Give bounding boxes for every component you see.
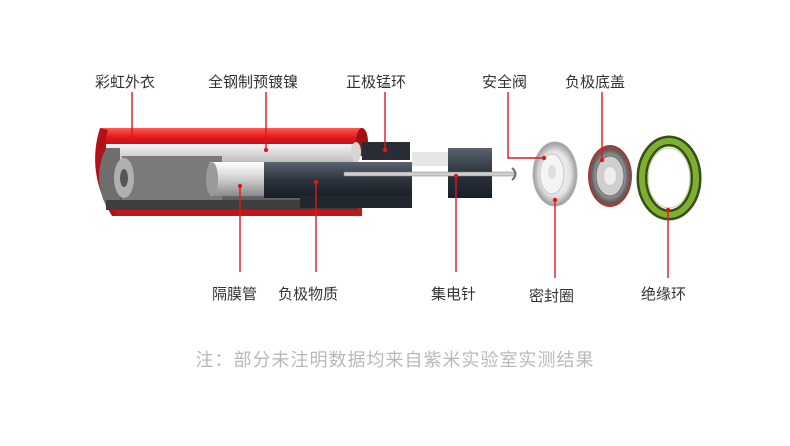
label-safety-valve: 安全阀 bbox=[482, 73, 528, 91]
seal-ring-shape bbox=[532, 141, 578, 207]
label-neg-cap: 负极底盖 bbox=[565, 73, 626, 91]
label-insulator-ring: 绝缘环 bbox=[641, 285, 687, 303]
label-anode-ring: 正极锰环 bbox=[346, 73, 407, 91]
label-neg-material: 负极物质 bbox=[278, 285, 339, 303]
label-outer-coat: 彩虹外衣 bbox=[95, 73, 156, 91]
label-separator: 隔膜管 bbox=[212, 285, 258, 303]
footnote: 注：部分未注明数据均来自紫米实验室实测结果 bbox=[195, 350, 595, 371]
label-seal-ring: 密封圈 bbox=[529, 287, 575, 305]
negative-cap-shape bbox=[588, 145, 632, 207]
leader-dots bbox=[129, 135, 671, 213]
leader-safety-valve bbox=[507, 92, 544, 159]
label-steel-shell: 全钢制预镀镍 bbox=[208, 73, 299, 91]
leader-lines bbox=[131, 92, 669, 278]
insulator-ring-shape bbox=[636, 135, 702, 221]
label-collector-pin: 集电针 bbox=[431, 285, 477, 303]
collector-pin-shape bbox=[343, 167, 517, 181]
inner-roll-shape bbox=[114, 156, 264, 200]
